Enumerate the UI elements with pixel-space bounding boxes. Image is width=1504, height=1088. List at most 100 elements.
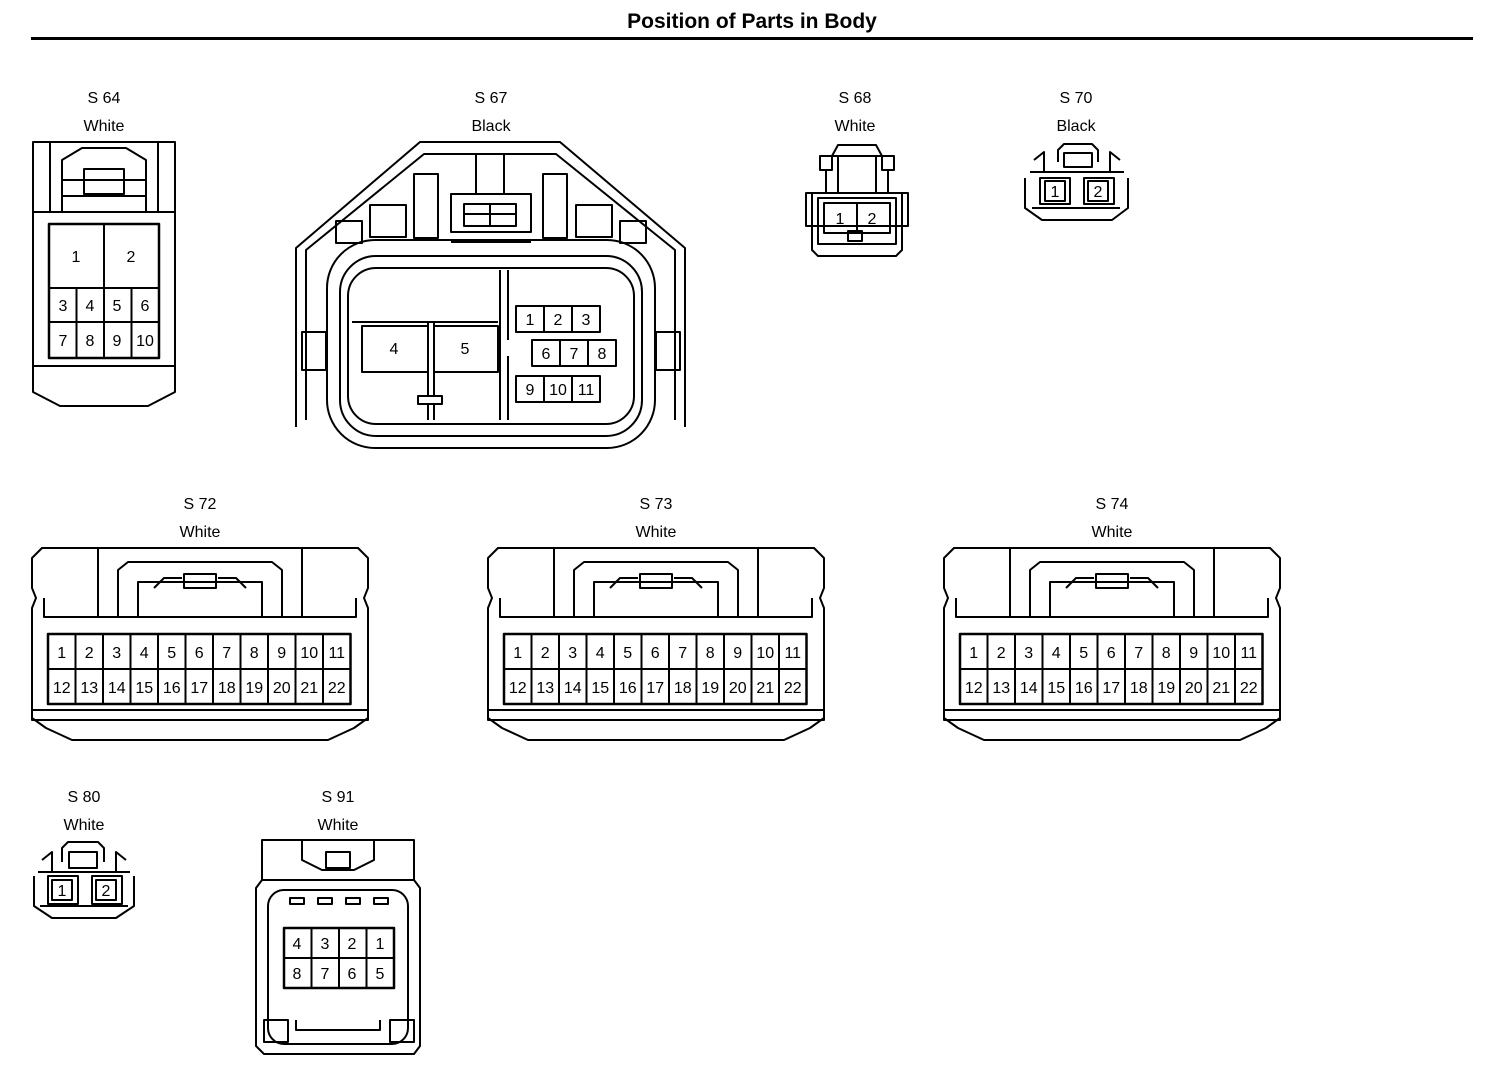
housing-line [137,581,263,617]
pin-label: 1 [57,645,66,662]
housing-outline [255,839,421,1055]
inner-shell-2 [339,255,643,437]
housing-line [593,581,719,617]
pin-label: 13 [80,680,98,697]
pin-label: 10 [136,333,154,350]
pin-label: 3 [321,936,330,953]
connector-code-s73: S 73 [639,496,673,513]
connector-color-s74: White [1091,524,1133,541]
pin-label: 13 [992,680,1010,697]
pin-label: 5 [623,645,632,662]
connector-code-s91: S 91 [321,789,355,806]
pin-label: 2 [554,312,563,329]
pin-label: 20 [729,680,747,697]
pin-label: 12 [53,680,71,697]
pin-label: 1 [836,211,845,228]
housing-line [117,561,283,617]
latch-tab [83,168,125,195]
pin-label: 6 [348,966,357,983]
housing-line [1009,548,1215,617]
inner-shell [326,239,656,449]
pin-label: 10 [300,645,318,662]
pin-label: 1 [969,645,978,662]
pin-label: 6 [1107,645,1116,662]
pin-label: 8 [1162,645,1171,662]
housing-line [1065,577,1159,589]
pin-label: 10 [549,382,567,399]
pin-label: 3 [582,312,591,329]
pin-label: 5 [167,645,176,662]
pin-label: 4 [596,645,605,662]
pin-label: 9 [1189,645,1198,662]
pin-label: 21 [300,680,318,697]
housing-outline [31,547,369,721]
pin-label: 15 [1047,680,1065,697]
pin-label: 2 [997,645,1006,662]
title-divider [31,37,1473,40]
pin-label: 15 [591,680,609,697]
pin-label: 8 [250,645,259,662]
pin-label: 1 [58,883,67,900]
connector-code-s68: S 68 [838,90,872,107]
latch [61,147,147,212]
pin-label: 9 [733,645,742,662]
pin-label: 3 [59,298,68,315]
pin-label: 12 [965,680,983,697]
pin-label: 6 [542,346,551,363]
pin-label: 8 [293,966,302,983]
pin-label: 14 [108,680,126,697]
pin-label: 1 [376,936,385,953]
latch-tab [639,573,673,589]
pin-label: 4 [390,341,399,358]
connector-code-s74: S 74 [1095,496,1129,513]
housing-line [31,717,369,741]
pin-label: 7 [321,966,330,983]
latch [62,179,146,197]
connector-color-s80: White [63,817,105,834]
pin-label: 9 [277,645,286,662]
pin-label: 22 [1240,680,1258,697]
pin-label: 12 [509,680,527,697]
pin-label: 16 [619,680,637,697]
housing-line [609,577,703,589]
pin-label: 17 [1102,680,1120,697]
connector-code-s70: S 70 [1059,90,1093,107]
housing-outline [811,193,903,257]
pin-label: 6 [651,645,660,662]
pin-label: 22 [328,680,346,697]
connector-code-s64: S 64 [87,90,121,107]
pin-label: 18 [1130,680,1148,697]
pin-label: 7 [59,333,68,350]
pin-label: 11 [328,645,345,662]
pin-label: 5 [376,966,385,983]
connector-code-s72: S 72 [183,496,217,513]
pin-grid [48,634,351,704]
pin-label: 2 [348,936,357,953]
connector-code-s80: S 80 [67,789,101,806]
pin-label: 11 [784,645,801,662]
connector-color-s67: Black [471,118,511,135]
pin-label: 20 [273,680,291,697]
housing-outline [295,141,686,427]
connector-code-s67: S 67 [474,90,508,107]
housing-outline [487,547,825,721]
pin-label: 22 [784,680,802,697]
pin-label: 5 [461,341,470,358]
pin-grid [504,634,807,704]
housing-line [553,548,759,617]
pin-label: 1 [526,312,535,329]
pin-label: 14 [564,680,582,697]
pin-label: 4 [140,645,149,662]
pin-label: 15 [135,680,153,697]
pin-label: 4 [86,298,95,315]
pin-label: 3 [1024,645,1033,662]
pin-label: 2 [102,883,111,900]
